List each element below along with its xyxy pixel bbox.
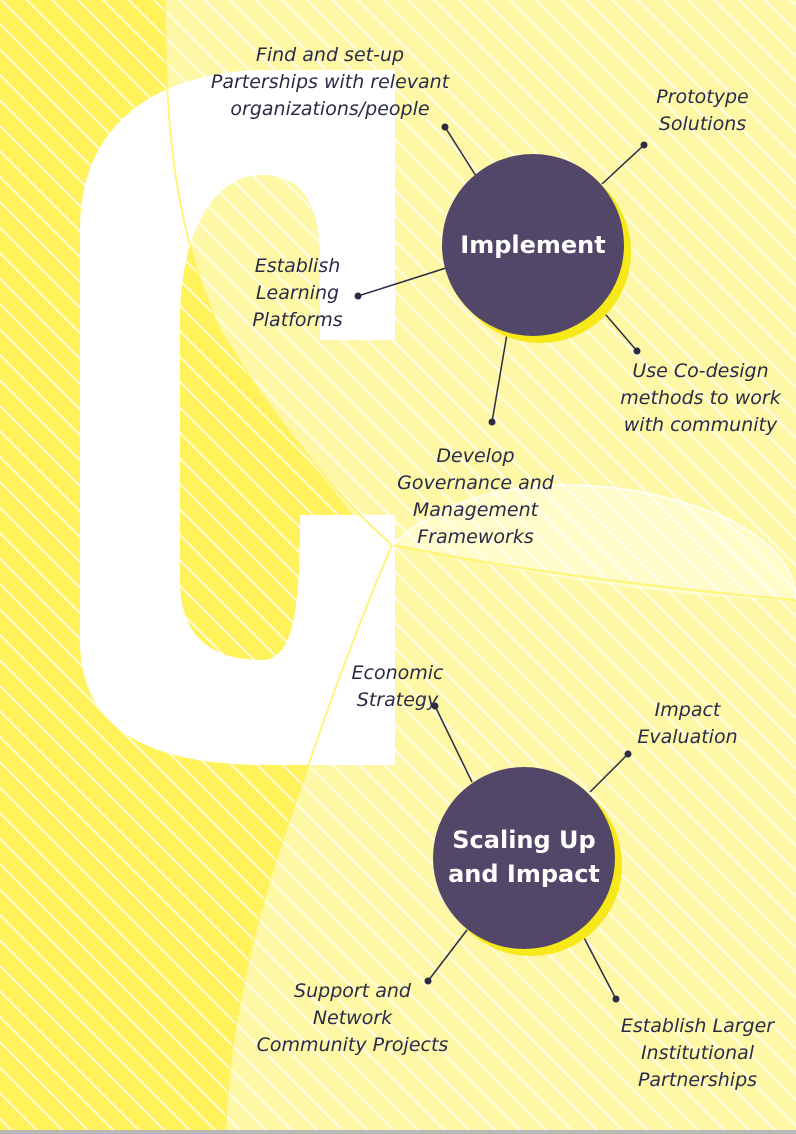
hub-label: Implement bbox=[460, 231, 606, 259]
spoke-line bbox=[427, 929, 468, 982]
spoke-line bbox=[599, 307, 638, 352]
diagram-layer bbox=[354, 123, 648, 1003]
spoke-dot bbox=[612, 995, 620, 1003]
spoke-label: Establish Larger Institutional Partnersh… bbox=[620, 1015, 775, 1091]
spoke-dot bbox=[640, 141, 648, 149]
decor-curve-3 bbox=[391, 484, 796, 601]
spoke-dot bbox=[441, 123, 449, 131]
spoke-line bbox=[589, 753, 629, 793]
spoke-label: Find and set-up Parterships with relevan… bbox=[210, 44, 450, 120]
hub-circle bbox=[433, 767, 615, 949]
spoke-label: Prototype Solutions bbox=[656, 86, 749, 135]
spoke-dot bbox=[354, 292, 362, 300]
spoke-line bbox=[434, 705, 473, 783]
spoke-label: Support and Network Community Projects bbox=[256, 980, 449, 1056]
spoke-dot bbox=[488, 418, 496, 426]
hub-label: Scaling Up and Impact bbox=[448, 826, 600, 888]
decor-curve-2 bbox=[224, 544, 393, 1134]
spoke-line bbox=[601, 144, 645, 185]
spoke-line bbox=[357, 267, 447, 297]
spoke-dot bbox=[431, 702, 439, 710]
hub-circle bbox=[442, 154, 624, 336]
spoke-label: Impact Evaluation bbox=[637, 699, 738, 748]
spoke-line bbox=[580, 931, 617, 1000]
spoke-dot bbox=[624, 750, 632, 758]
spoke-dot bbox=[424, 977, 432, 985]
decor-curve-1 bbox=[164, 0, 796, 601]
spoke-line bbox=[444, 126, 477, 177]
spoke-label: Develop Governance and Management Framew… bbox=[397, 445, 554, 548]
spoke-label: Use Co-design methods to work with commu… bbox=[620, 360, 781, 436]
spoke-line bbox=[491, 333, 508, 423]
bottom-rule bbox=[0, 1130, 796, 1134]
spoke-dot bbox=[633, 347, 641, 355]
spoke-label: Economic Strategy bbox=[351, 662, 444, 711]
spoke-label: Establish Learning Platforms bbox=[252, 255, 343, 331]
